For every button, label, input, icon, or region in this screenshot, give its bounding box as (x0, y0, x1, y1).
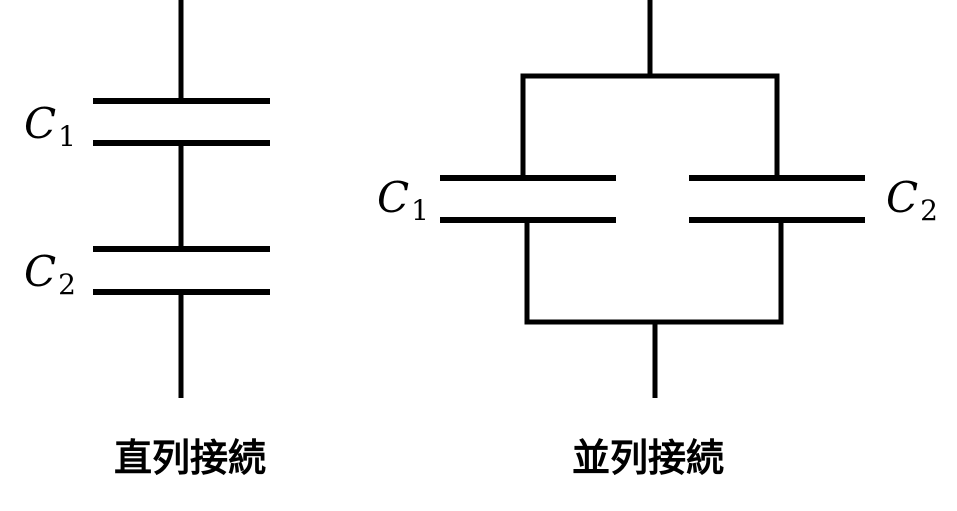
parallel-top-rail (520, 73, 780, 178)
parallel-c1-label: C1 (377, 173, 429, 227)
parallel-circuit: C1 C2 並列接続 (377, 0, 938, 480)
parallel-caption: 並列接続 (572, 436, 724, 480)
parallel-c2-label: C2 (886, 173, 938, 227)
series-circuit: C1 C2 直列接続 (24, 0, 270, 480)
series-c1-label: C1 (24, 99, 76, 153)
parallel-bottom-rail (524, 220, 784, 325)
series-caption: 直列接続 (114, 436, 266, 480)
series-c2-label: C2 (24, 247, 76, 301)
